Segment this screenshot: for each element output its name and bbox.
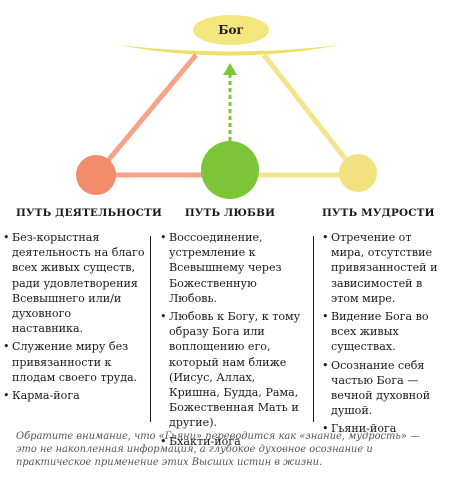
triangle-diagram <box>76 15 377 199</box>
list-item: Отречение от мира, отсутствие привязанно… <box>322 230 444 306</box>
wisdom-path-title: ПУТЬ МУДРОСТИ <box>322 207 435 219</box>
footnote: Обратите внимание, что «Гьяни» переводит… <box>16 431 420 469</box>
wisdom-line <box>262 53 360 177</box>
activity-path-title: ПУТЬ ДЕЯТЕЛЬНОСТИ <box>16 207 162 219</box>
love-column: Воссоединение, устремление к Всевышнему … <box>160 230 308 452</box>
love-path-title: ПУТЬ ЛЮБВИ <box>184 207 276 219</box>
god-oval <box>193 15 269 45</box>
activity-circle <box>76 155 116 195</box>
list-item: Без-корыстная деятельность на благо всех… <box>3 230 145 336</box>
halo-arc <box>118 45 340 56</box>
list-item: Служение миру без привязанности к плодам… <box>3 339 145 385</box>
god-label: Бог <box>218 23 244 37</box>
love-arrow-head <box>223 63 237 75</box>
wisdom-column: Отречение от мира, отсутствие привязанно… <box>322 230 444 440</box>
list-item: Бхакти-йога <box>160 434 308 449</box>
list-item: Видение Бога во всех живых существах. <box>322 309 444 355</box>
list-item: Осознание себя частью Бога — вечной духо… <box>322 358 444 419</box>
list-item: Воссоединение, устремление к Всевышнему … <box>160 230 308 306</box>
wisdom-circle <box>339 154 377 192</box>
activity-line <box>94 53 198 177</box>
list-item: Гьяни-йога <box>322 421 444 436</box>
column-divider <box>313 236 314 422</box>
activity-column: Без-корыстная деятельность на благо всех… <box>3 230 145 406</box>
column-divider <box>150 236 151 422</box>
list-item: Карма-йога <box>3 388 145 403</box>
love-circle <box>201 141 259 199</box>
list-item: Любовь к Богу, к тому образу Бога или во… <box>160 309 308 431</box>
